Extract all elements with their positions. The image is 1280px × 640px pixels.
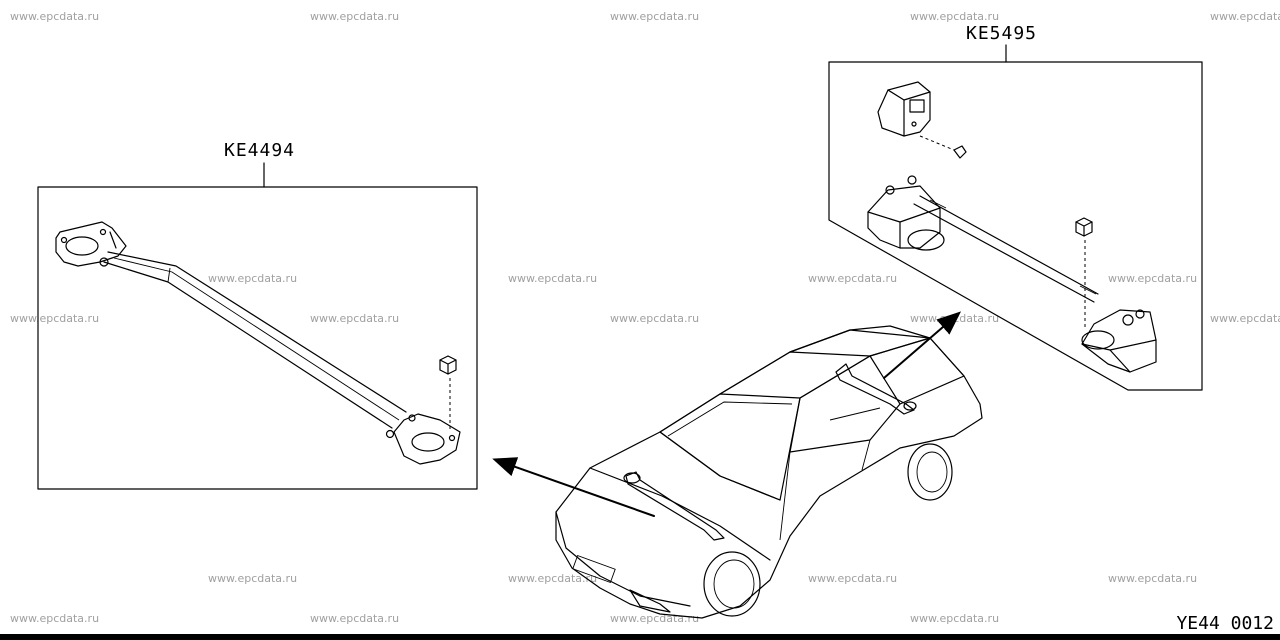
watermark: www.epcdata.ru — [208, 572, 298, 585]
watermark: www.epcdata.ru — [910, 10, 1000, 23]
watermark: www.epcdata.ru — [910, 612, 1000, 625]
watermark: www.epcdata.ru — [310, 612, 400, 625]
callout-right-part-number[interactable]: KE5495 — [966, 23, 1038, 44]
watermark: www.epcdata.ru — [808, 572, 898, 585]
strut-bar-rear[interactable] — [867, 81, 1157, 373]
watermark: www.epcdata.ru — [610, 10, 700, 23]
vehicle-illustration — [555, 325, 983, 619]
watermark: www.epcdata.ru — [508, 272, 598, 285]
watermark: www.epcdata.ru — [310, 312, 400, 325]
arrow-to-rear-bar — [883, 311, 962, 379]
watermark: www.epcdata.ru — [10, 612, 100, 625]
watermark: www.epcdata.ru — [1210, 312, 1280, 325]
watermark: www.epcdata.ru — [208, 272, 298, 285]
watermark: www.epcdata.ru — [1108, 272, 1198, 285]
diagram-code: YE44 0012 — [1176, 613, 1274, 634]
watermark: www.epcdata.ru — [808, 272, 898, 285]
watermark: www.epcdata.ru — [1210, 10, 1280, 23]
strut-tower-bar-front[interactable] — [55, 221, 461, 465]
watermark: www.epcdata.ru — [1108, 572, 1198, 585]
arrow-to-front-bar — [492, 457, 655, 517]
watermark: www.epcdata.ru — [508, 572, 598, 585]
watermark: www.epcdata.ru — [610, 312, 700, 325]
watermark: www.epcdata.ru — [10, 10, 100, 23]
bottom-border — [0, 634, 1280, 640]
callout-left-part-number[interactable]: KE4494 — [224, 140, 296, 161]
watermark: www.epcdata.ru — [310, 10, 400, 23]
watermark: www.epcdata.ru — [10, 312, 100, 325]
right-part-box[interactable] — [828, 44, 1203, 391]
left-part-box[interactable] — [37, 162, 478, 490]
